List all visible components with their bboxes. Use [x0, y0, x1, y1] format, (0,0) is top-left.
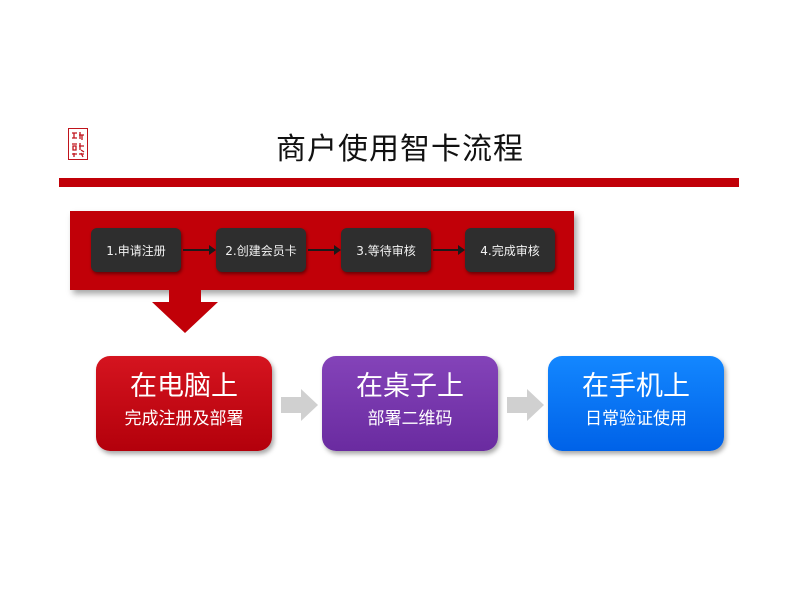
stage-subtitle: 部署二维码: [367, 409, 453, 429]
step-box: 3.等待审核: [341, 228, 431, 272]
stage-subtitle: 完成注册及部署: [124, 409, 244, 429]
stage-title: 在桌子上: [356, 371, 464, 402]
seal-logo-icon: [68, 128, 88, 160]
stage-title: 在电脑上: [130, 371, 238, 402]
registration-steps-panel: 1.申请注册 2.创建会员卡 3.等待审核 4.完成审核: [70, 211, 574, 290]
stage-card-table: 在桌子上 部署二维码: [322, 356, 498, 451]
stage-card-computer: 在电脑上 完成注册及部署: [96, 356, 272, 451]
step-box: 1.申请注册: [91, 228, 181, 272]
right-arrow-icon: [507, 389, 544, 421]
title-underline-bar: [59, 178, 739, 187]
stage-title: 在手机上: [582, 371, 690, 402]
down-arrow-icon: [152, 288, 218, 333]
step-connector-arrow: [308, 245, 341, 255]
stage-card-phone: 在手机上 日常验证使用: [548, 356, 724, 451]
page-title: 商户使用智卡流程: [276, 132, 524, 167]
step-box: 4.完成审核: [465, 228, 555, 272]
step-connector-arrow: [433, 245, 465, 255]
step-box: 2.创建会员卡: [216, 228, 306, 272]
stage-subtitle: 日常验证使用: [585, 409, 687, 429]
step-connector-arrow: [183, 245, 216, 255]
right-arrow-icon: [281, 389, 318, 421]
